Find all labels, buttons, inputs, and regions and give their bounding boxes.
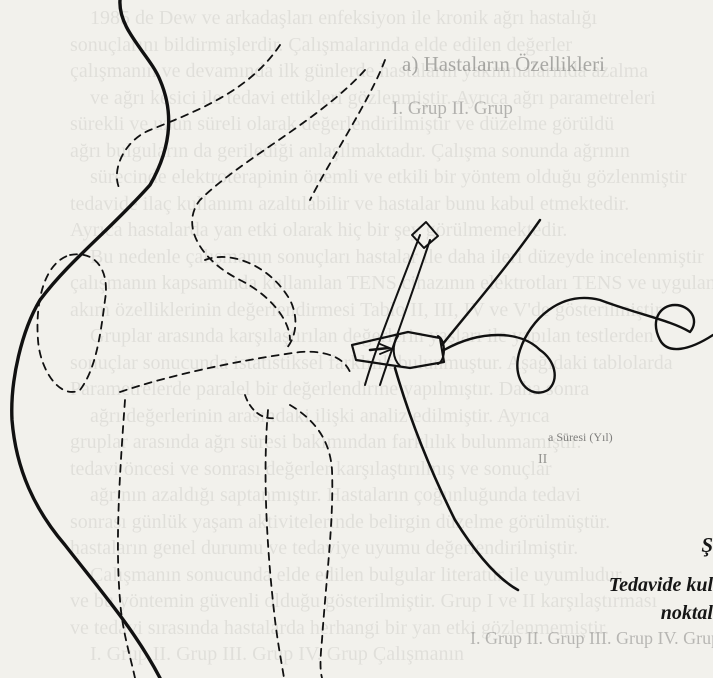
leg-outline bbox=[12, 0, 169, 678]
lead-down bbox=[395, 368, 518, 590]
condyle-line bbox=[205, 257, 295, 350]
figure-caption-line-2: noktal bbox=[661, 600, 713, 626]
cable-loop bbox=[444, 298, 713, 393]
femur-far-line bbox=[310, 60, 385, 200]
femur-inner-line bbox=[192, 70, 365, 340]
femur-outline bbox=[117, 45, 280, 190]
needle-tip bbox=[370, 348, 388, 350]
tibial-plateau bbox=[120, 352, 350, 392]
figure-caption-line-1: Tedavide kul bbox=[609, 572, 713, 598]
fibula-outline bbox=[290, 405, 332, 678]
tibia-head-notch bbox=[245, 395, 275, 418]
patella-outline bbox=[37, 254, 105, 392]
lead-wire bbox=[442, 220, 540, 345]
tibia-inner bbox=[266, 410, 284, 678]
needle-shaft-2 bbox=[380, 240, 430, 385]
needle-ring bbox=[394, 336, 400, 366]
figure-caption-letter: Ş bbox=[701, 532, 713, 558]
tibia-outer bbox=[118, 400, 135, 678]
